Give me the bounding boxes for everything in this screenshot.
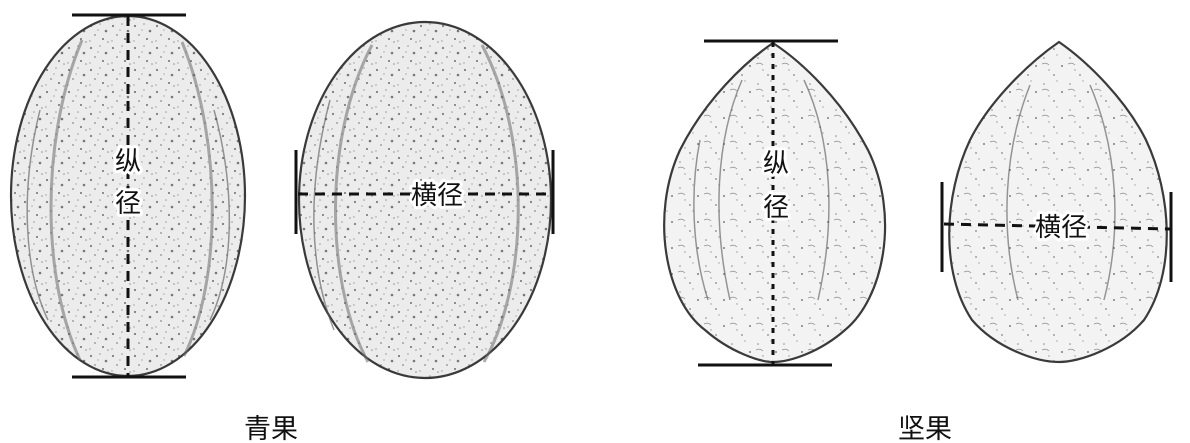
nut-transverse: 横径 [942, 42, 1171, 362]
green-fruit-transverse: 横径 [296, 22, 553, 378]
nut-longitudinal: 纵 径 [664, 41, 885, 365]
longitudinal-label-char-1: 纵 [115, 147, 141, 177]
transverse-label: 横径 [411, 181, 463, 211]
caption-green-fruit: 青果 [244, 414, 298, 443]
nut-group: 纵 径 横径 坚果 [664, 41, 1171, 443]
caption-nut: 坚果 [898, 414, 952, 443]
longitudinal-label-char-2: 径 [115, 189, 141, 219]
transverse-label: 横径 [1035, 213, 1087, 243]
green-fruit-longitudinal: 纵 径 [11, 15, 245, 377]
nut-shape-2 [949, 42, 1167, 362]
green-fruit-group: 纵 径 横径 青果 [11, 15, 553, 443]
longitudinal-label-char-1: 纵 [763, 149, 789, 179]
longitudinal-label-char-2: 径 [763, 193, 789, 223]
